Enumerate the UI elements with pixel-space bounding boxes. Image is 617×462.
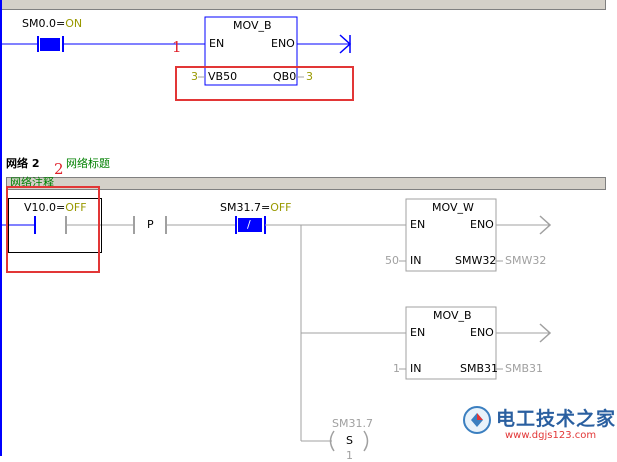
n1-pin-eno: ENO (271, 37, 295, 50)
n2-movb-out-operand[interactable]: SMB31 (460, 362, 499, 375)
n2-movw-pin-eno: ENO (470, 218, 494, 231)
n2-movw-in-value: 50 (385, 254, 399, 267)
annotation-marker-1: 1 (172, 38, 182, 56)
network2-header: 网络 2 (6, 157, 40, 170)
n2-movw-arrow (539, 215, 552, 235)
n2-movw-out-value: SMW32 (505, 254, 547, 267)
n2-movw-out-operand[interactable]: SMW32 (455, 254, 497, 267)
highlight-box-1 (175, 66, 354, 101)
n2-movb-arrow (539, 323, 552, 343)
network2-comment[interactable]: 网络注释 (10, 176, 54, 189)
n1-out-value: 3 (306, 70, 313, 83)
n2-coil-address[interactable]: SM31.7 (332, 417, 373, 430)
n1-contact-label[interactable]: SM0.0=ON (22, 18, 82, 30)
watermark-title: 电工技术之家 (496, 408, 617, 430)
n2-coil-left (329, 430, 335, 452)
n2-movb-out-value: SMB31 (505, 362, 544, 375)
n1-in-value: 3 (191, 70, 198, 83)
n1-movb-title: MOV_B (233, 19, 272, 32)
n2-sm317-label[interactable]: SM31.7=OFF (220, 202, 292, 214)
n2-movb-pin-en: EN (410, 326, 426, 339)
n2-movb-in-operand: IN (410, 362, 422, 375)
n1-in-operand[interactable]: VB50 (208, 70, 238, 83)
n2-movw-pin-en: EN (410, 218, 426, 231)
n1-movb-box (204, 16, 298, 86)
highlight-box-2 (6, 186, 100, 273)
n2-v10-state: OFF (65, 201, 87, 214)
n2-sm317-address: SM31.7= (220, 201, 271, 214)
n1-contact-address: SM0.0= (22, 17, 66, 30)
watermark-url: www.dgjs123.com (505, 430, 597, 441)
n2-v10-selection (8, 198, 102, 253)
annotation-marker-2: 2 (54, 160, 64, 178)
n1-contact-state: ON (65, 17, 83, 30)
n2-movw-in-operand: IN (410, 254, 422, 267)
n1-pin-en: EN (209, 37, 225, 50)
n2-coil-value: 1 (346, 449, 353, 462)
n1-out-operand[interactable]: QB0 (273, 70, 297, 83)
watermark-logo-icon (462, 405, 492, 435)
n1-contact-fill (40, 38, 60, 51)
n2-movw-box (405, 198, 497, 272)
n2-movb-title: MOV_B (433, 309, 472, 322)
network2-comment-bar[interactable] (6, 177, 606, 190)
n2-coil-symbol: S (346, 434, 353, 447)
n2-movw-title: MOV_W (432, 201, 474, 214)
n2-v10-label[interactable]: V10.0=OFF (24, 202, 87, 214)
n2-movb-box (405, 306, 497, 380)
n2-p-label: P (147, 218, 154, 231)
n2-sm317-state: OFF (270, 201, 292, 214)
n2-not-fill (238, 218, 262, 232)
n2-not-symbol: / (247, 218, 251, 231)
n2-coil-right (363, 430, 369, 452)
n2-movb-pin-eno: ENO (470, 326, 494, 339)
network2-title[interactable]: 网络标题 (66, 157, 110, 170)
n2-movb-in-value: 1 (393, 362, 400, 375)
n2-v10-address: V10.0= (24, 201, 66, 214)
